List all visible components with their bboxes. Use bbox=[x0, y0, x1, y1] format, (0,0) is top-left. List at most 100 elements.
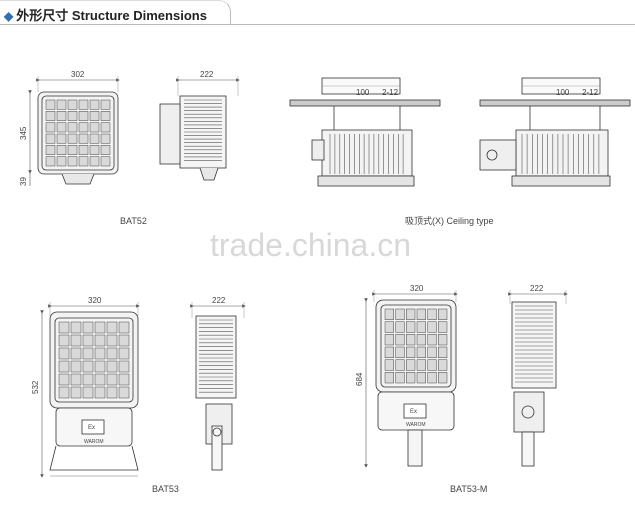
bat53m-width-label: 320 bbox=[410, 284, 424, 293]
section-header: ◆外形尺寸 Structure Dimensions bbox=[0, 0, 635, 30]
bat52-base-label: 39 bbox=[19, 177, 28, 186]
grille-cell bbox=[78, 122, 89, 133]
grille-cell bbox=[58, 360, 70, 373]
bat52-caption: BAT52 bbox=[120, 216, 147, 226]
grille-cell bbox=[58, 373, 70, 386]
grille-cell bbox=[89, 111, 100, 121]
grille-cell bbox=[416, 346, 426, 358]
grille-cell bbox=[118, 334, 130, 347]
grille-cell bbox=[384, 346, 394, 358]
grille-cell bbox=[56, 99, 67, 110]
grille-cell bbox=[406, 308, 416, 320]
grille-cell bbox=[89, 145, 100, 155]
grille-cell bbox=[395, 359, 405, 371]
grille-cell bbox=[94, 321, 106, 334]
grille-cell bbox=[427, 346, 437, 358]
grille-cell bbox=[82, 386, 94, 399]
bat53-height-label: 532 bbox=[31, 380, 40, 394]
grille-cell bbox=[395, 334, 405, 346]
grille-cell bbox=[438, 359, 448, 371]
grille-cell bbox=[78, 99, 89, 110]
header-tab-outline bbox=[0, 0, 231, 25]
grille-cell bbox=[100, 156, 111, 167]
ceiling-right-dim-a: 100 bbox=[556, 88, 570, 97]
grille-cell bbox=[94, 373, 106, 386]
grille-cell bbox=[45, 122, 56, 133]
grille-cell bbox=[106, 373, 118, 386]
grille-cell bbox=[67, 99, 78, 110]
bat53m-depth-label: 222 bbox=[530, 284, 544, 293]
ceiling-left-dim-b: 2-12 bbox=[382, 88, 399, 97]
bat52-depth-label: 222 bbox=[200, 70, 214, 79]
grille-cell bbox=[384, 372, 394, 384]
bat53m-grille bbox=[384, 308, 448, 384]
grille-cell bbox=[395, 321, 405, 333]
bat53-front-view bbox=[40, 302, 140, 478]
grille-cell bbox=[94, 386, 106, 399]
grille-cell bbox=[82, 334, 94, 347]
grille-cell bbox=[78, 111, 89, 121]
grille-cell bbox=[45, 156, 56, 167]
bat53-width-label: 320 bbox=[88, 296, 102, 305]
grille-cell bbox=[100, 133, 111, 144]
grille-cell bbox=[67, 133, 78, 144]
grille-cell bbox=[89, 156, 100, 167]
bat52-front-view bbox=[28, 76, 120, 186]
grille-cell bbox=[438, 334, 448, 346]
ceiling-right-dim-b: 2-12 bbox=[582, 88, 599, 97]
grille-cell bbox=[438, 372, 448, 384]
bat52-height-label: 345 bbox=[19, 126, 28, 140]
grille-cell bbox=[395, 308, 405, 320]
section-title-text: 外形尺寸 Structure Dimensions bbox=[16, 8, 207, 23]
bat52-width-label: 302 bbox=[71, 70, 85, 79]
bat53m-caption: BAT53-M bbox=[450, 484, 487, 494]
grille-cell bbox=[395, 346, 405, 358]
grille-cell bbox=[438, 321, 448, 333]
grille-cell bbox=[70, 321, 82, 334]
ceiling-left-dim-a: 100 bbox=[356, 88, 370, 97]
grille-cell bbox=[78, 156, 89, 167]
grille-cell bbox=[100, 99, 111, 110]
grille-cell bbox=[94, 347, 106, 360]
grille-cell bbox=[58, 347, 70, 360]
bat53-cooling-fins bbox=[199, 319, 233, 393]
grille-cell bbox=[100, 145, 111, 155]
grille-cell bbox=[78, 133, 89, 144]
bat53m-brand-plate: WAROM bbox=[406, 422, 426, 428]
bat53m-cooling-fins bbox=[515, 305, 553, 383]
grille-cell bbox=[70, 360, 82, 373]
bat53-side-view bbox=[190, 302, 246, 471]
grille-cell bbox=[56, 111, 67, 121]
grille-cell bbox=[58, 334, 70, 347]
bat53m-ex-badge: Ex bbox=[410, 409, 417, 415]
grille-cell bbox=[70, 386, 82, 399]
grille-cell bbox=[56, 122, 67, 133]
section-title: ◆外形尺寸 Structure Dimensions bbox=[4, 5, 207, 24]
grille-cell bbox=[45, 111, 56, 121]
ceiling-left-fins bbox=[329, 134, 404, 174]
ceiling-caption: 吸顶式(X) Ceiling type bbox=[405, 215, 494, 226]
grille-cell bbox=[56, 133, 67, 144]
bat53m-height-label: 684 bbox=[355, 372, 364, 386]
grille-cell bbox=[118, 360, 130, 373]
grille-cell bbox=[384, 334, 394, 346]
bat52-side-view bbox=[159, 76, 240, 181]
grille-cell bbox=[67, 145, 78, 155]
grille-cell bbox=[78, 145, 89, 155]
grille-cell bbox=[100, 111, 111, 121]
grille-cell bbox=[89, 133, 100, 144]
bat52-cooling-fins bbox=[184, 99, 222, 161]
grille-cell bbox=[406, 359, 416, 371]
grille-cell bbox=[106, 386, 118, 399]
grille-cell bbox=[427, 359, 437, 371]
ceiling-type-views bbox=[289, 77, 631, 187]
grille-cell bbox=[106, 347, 118, 360]
grille-cell bbox=[94, 360, 106, 373]
grille-cell bbox=[427, 308, 437, 320]
grille-cell bbox=[406, 334, 416, 346]
grille-cell bbox=[56, 145, 67, 155]
grille-cell bbox=[70, 334, 82, 347]
grille-cell bbox=[58, 321, 70, 334]
grille-cell bbox=[406, 346, 416, 358]
grille-cell bbox=[384, 321, 394, 333]
